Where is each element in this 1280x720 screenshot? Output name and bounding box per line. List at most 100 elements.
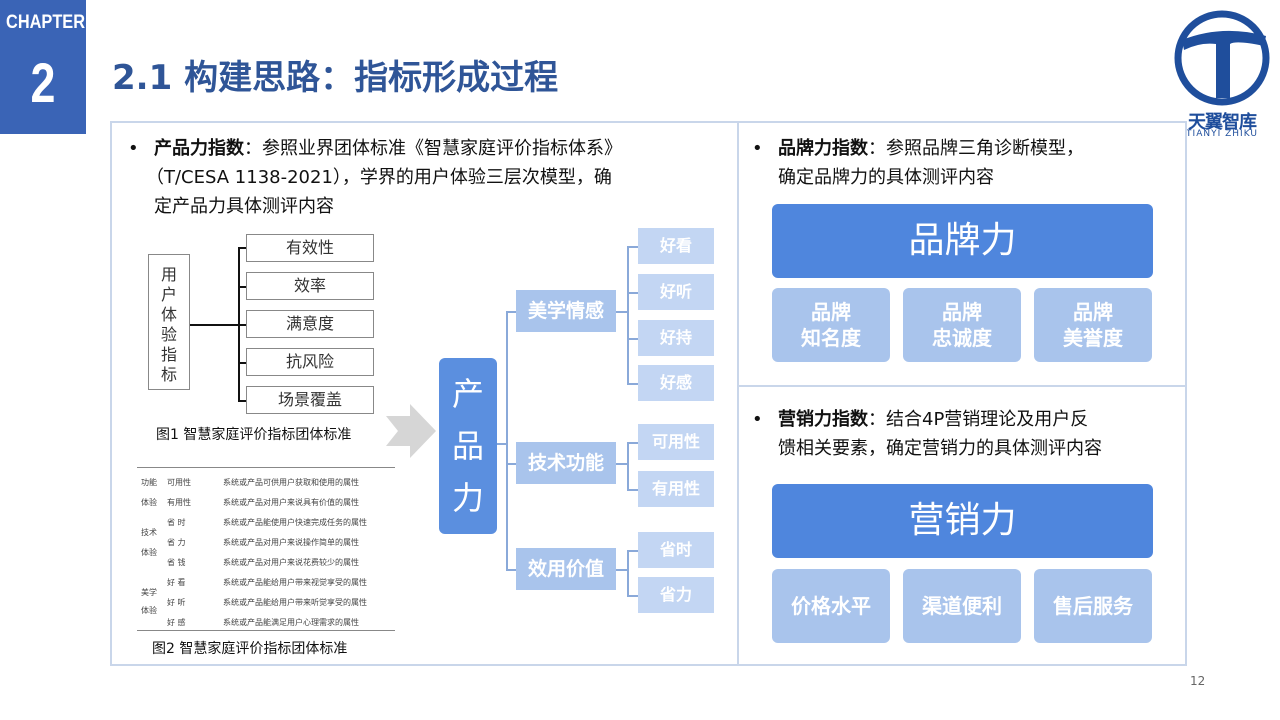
brand-bullet-text-2: 确定品牌力的具体测评内容	[778, 167, 994, 188]
figure2-table: 功能 可用性 系统或产品可供用户获取和使用的属性 体验 有用性 系统或产品对用户…	[137, 467, 395, 631]
tree-connector	[506, 569, 516, 571]
figure1-item: 抗风险	[246, 348, 374, 376]
brand-bullet: • 品牌力指数：参照品牌三角诊断模型， 确定品牌力的具体测评内容	[752, 134, 1178, 192]
figure1-connector	[238, 362, 248, 364]
tree-connector	[627, 292, 638, 294]
figure1-connector	[190, 324, 240, 326]
marketing-sub-box: 售后服务	[1034, 569, 1152, 643]
table-cell: 系统或产品对用户来说操作简单的属性	[223, 538, 359, 547]
figure1-item: 有效性	[246, 234, 374, 262]
figure1-connector	[238, 400, 248, 402]
leaf-node: 好感	[638, 365, 714, 401]
figure1-root: 用 户 体 验 指 标	[148, 254, 190, 390]
category-aesthetic: 美学情感	[516, 290, 616, 332]
page-number: 12	[1190, 674, 1206, 688]
product-bullet: • 产品力指数：参照业界团体标准《智慧家庭评价指标体系》 （T/CESA 113…	[128, 134, 724, 221]
tree-connector	[506, 311, 516, 313]
table-cell: 好 听	[167, 598, 186, 607]
logo-name-en: TIANYI ZHIKU	[1186, 129, 1258, 139]
bullet-dot-icon: •	[752, 138, 763, 159]
brand-sub-box: 品牌忠诚度	[903, 288, 1021, 362]
table-cell: 功能	[141, 478, 157, 487]
marketing-bullet-heading: 营销力指数	[778, 409, 868, 430]
figure1-connector	[238, 324, 248, 326]
tree-connector	[627, 338, 638, 340]
table-cell: 体验	[141, 498, 157, 507]
tree-connector	[627, 246, 638, 248]
tree-connector	[616, 311, 628, 313]
category-utility: 效用价值	[516, 548, 616, 590]
tree-connector	[627, 383, 638, 385]
leaf-node: 好看	[638, 228, 714, 264]
leaf-node: 有用性	[638, 471, 714, 507]
chapter-number: 2	[30, 51, 56, 114]
tree-connector	[616, 569, 628, 571]
category-technical: 技术功能	[516, 442, 616, 484]
product-bullet-text-1: ：参照业界团体标准《智慧家庭评价指标体系》	[244, 138, 622, 159]
marketing-panel	[737, 385, 1187, 666]
arrow-right-icon	[386, 404, 436, 458]
product-bullet-text-3: 定产品力具体测评内容	[154, 196, 334, 217]
tree-connector	[627, 550, 629, 596]
tree-connector	[497, 443, 507, 445]
table-cell: 系统或产品可供用户获取和使用的属性	[223, 478, 359, 487]
leaf-node: 好听	[638, 274, 714, 310]
tree-connector	[627, 595, 638, 597]
table-cell: 有用性	[167, 498, 191, 507]
leaf-node: 省力	[638, 577, 714, 613]
table-cell: 系统或产品能给用户带来视觉享受的属性	[223, 578, 367, 587]
bullet-dot-icon: •	[752, 409, 763, 430]
figure2-caption: 图2 智慧家庭评价指标团体标准	[152, 641, 348, 657]
leaf-node: 好持	[638, 320, 714, 356]
product-root-node: 产 品 力	[439, 358, 497, 534]
table-cell: 体验	[141, 606, 157, 615]
leaf-node: 省时	[638, 532, 714, 568]
bullet-dot-icon: •	[128, 138, 139, 159]
tree-connector	[627, 550, 638, 552]
marketing-bullet-text-1: ：结合4P营销理论及用户反	[868, 409, 1089, 430]
chapter-badge: CHAPTER 2	[0, 0, 86, 134]
figure1-item: 满意度	[246, 310, 374, 338]
table-cell: 省 钱	[167, 558, 186, 567]
product-bullet-text-2: （T/CESA 1138-2021），学界的用户体验三层次模型，确	[146, 167, 612, 188]
table-cell: 系统或产品能给用户带来听觉享受的属性	[223, 598, 367, 607]
table-cell: 系统或产品对用户来说花费较少的属性	[223, 558, 359, 567]
figure1-item: 场景覆盖	[246, 386, 374, 414]
tree-connector	[627, 489, 638, 491]
tree-connector	[506, 311, 508, 571]
marketing-bullet: • 营销力指数：结合4P营销理论及用户反 馈相关要素，确定营销力的具体测评内容	[752, 405, 1178, 463]
tree-connector	[627, 442, 629, 490]
leaf-node: 可用性	[638, 424, 714, 460]
table-cell: 好 看	[167, 578, 186, 587]
product-bullet-heading: 产品力指数	[154, 138, 244, 159]
logo-mark-icon	[1174, 10, 1270, 106]
marketing-bullet-text-2: 馈相关要素，确定营销力的具体测评内容	[778, 438, 1102, 459]
logo: 天翼智库 TIANYI ZHIKU	[1170, 10, 1274, 139]
table-cell: 可用性	[167, 478, 191, 487]
page-title: 2.1 构建思路：指标形成过程	[112, 58, 559, 98]
marketing-main-box: 营销力	[772, 484, 1153, 558]
brand-bullet-text-1: ：参照品牌三角诊断模型，	[868, 138, 1084, 159]
table-cell: 系统或产品能使用户快速完成任务的属性	[223, 518, 367, 527]
brand-main-box: 品牌力	[772, 204, 1153, 278]
brand-sub-box: 品牌知名度	[772, 288, 890, 362]
marketing-sub-box: 渠道便利	[903, 569, 1021, 643]
table-cell: 省 时	[167, 518, 186, 527]
table-cell: 好 感	[167, 618, 186, 627]
table-cell: 系统或产品对用户来说具有价值的属性	[223, 498, 359, 507]
brand-bullet-heading: 品牌力指数	[778, 138, 868, 159]
table-cell: 系统或产品能满足用户心理需求的属性	[223, 618, 359, 627]
tree-connector	[627, 246, 629, 384]
table-cell: 省 力	[167, 538, 186, 547]
figure1-connector	[238, 247, 248, 249]
brand-sub-box: 品牌美誉度	[1034, 288, 1152, 362]
figure1-caption: 图1 智慧家庭评价指标团体标准	[156, 427, 352, 443]
figure1-item: 效率	[246, 272, 374, 300]
tree-connector	[506, 463, 516, 465]
logo-name-cn: 天翼智库	[1188, 112, 1257, 133]
tree-connector	[616, 463, 628, 465]
chapter-label: CHAPTER	[6, 12, 86, 33]
table-cell: 美学	[141, 588, 157, 597]
table-cell: 技术	[141, 528, 157, 537]
tree-connector	[627, 442, 638, 444]
